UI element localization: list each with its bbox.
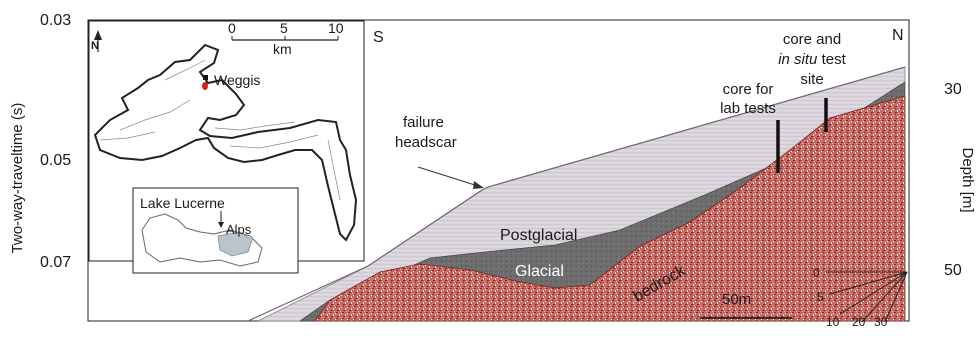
km-unit: km	[273, 41, 292, 57]
left-axis-label: Two-way-traveltime (s)	[9, 103, 26, 254]
overview-lake-label: Lake Lucerne	[140, 195, 225, 211]
km-tick-5: 5	[280, 20, 288, 36]
study-area-marker	[202, 82, 208, 90]
right-tick-30: 30	[944, 81, 962, 98]
insitu-italic: in situ	[778, 51, 818, 68]
slope-tick-5: 5	[817, 290, 824, 304]
lab-core-label-line2: lab tests	[720, 100, 776, 117]
north-label: N	[892, 27, 904, 44]
slope-tick-10: 10	[826, 315, 840, 329]
km-tick-0: 0	[228, 20, 236, 36]
right-tick-50: 50	[944, 262, 962, 279]
lab-core-label-line1: core for	[723, 81, 774, 98]
glacial-label: Glacial	[515, 263, 564, 280]
left-tick-005: 0.05	[40, 152, 71, 169]
weggis-label: Weggis	[214, 72, 260, 88]
km-tick-10: 10	[328, 20, 344, 36]
scale-bar-label: 50m	[722, 291, 751, 308]
south-label: S	[373, 29, 384, 46]
headscar-label-line1: failure	[403, 114, 444, 131]
slope-tick-0: 0	[813, 266, 820, 280]
insitu-label-line3: site	[800, 71, 823, 88]
postglacial-label: Postglacial	[500, 227, 577, 244]
left-tick-003: 0.03	[40, 12, 71, 29]
slope-tick-20: 20	[852, 315, 866, 329]
insitu-label-line2: in situ test	[778, 51, 846, 68]
north-symbol: N	[91, 40, 99, 52]
right-axis-label: Depth [m]	[959, 147, 976, 212]
slope-tick-30: 30	[874, 315, 888, 329]
weggis-site-marker	[203, 75, 208, 80]
headscar-label-line2: headscar	[395, 134, 457, 151]
left-tick-007: 0.07	[40, 254, 71, 271]
inset-map: N 0 5 10 km Weggis Lake Lucerne Alps	[89, 20, 364, 273]
insitu-label-line1: core and	[783, 31, 841, 48]
insitu-rest: test	[817, 51, 846, 68]
overview-alps-label: Alps	[226, 222, 252, 237]
